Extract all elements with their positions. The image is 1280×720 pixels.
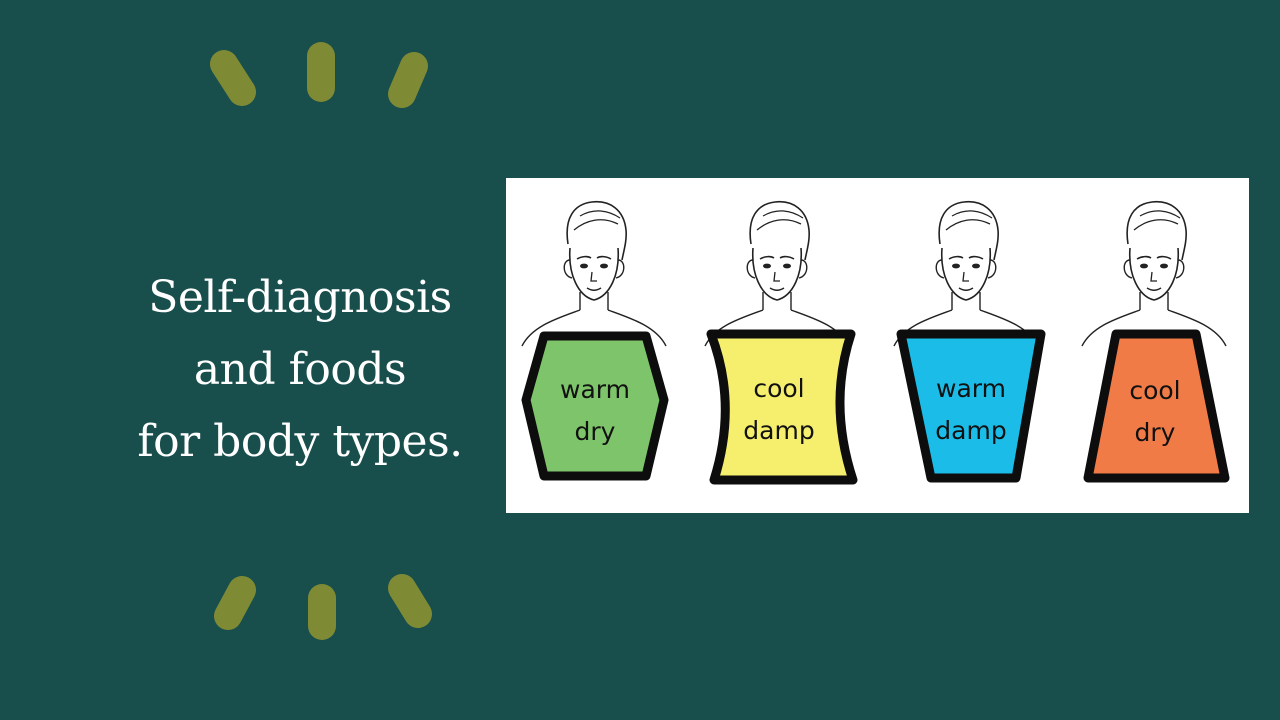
body-type-label-line1: warm	[936, 374, 1006, 403]
body-type-label-line1: cool	[1129, 376, 1180, 405]
title-line-1: Self-diagnosis	[148, 272, 452, 323]
trapezoid-shape	[1083, 329, 1230, 483]
title-line-3: for body types.	[137, 416, 463, 467]
body-types-illustration: warm dry cool damp warm damp cool dry	[506, 178, 1249, 513]
accent-marks-top	[210, 42, 428, 108]
body-type-warm-damp: warm damp	[893, 200, 1046, 483]
page-title: Self-diagnosis and foods for body types.	[110, 262, 490, 478]
hexagon-shape	[521, 331, 669, 481]
body-type-label-line2: dry	[1135, 418, 1176, 447]
body-type-label-line1: cool	[753, 374, 804, 403]
body-type-warm-dry: warm dry	[521, 200, 669, 481]
accent-marks-bottom	[214, 574, 432, 640]
body-type-label-line1: warm	[560, 375, 630, 404]
person-head-icon	[704, 200, 850, 347]
person-head-icon	[893, 200, 1039, 347]
person-head-icon	[1081, 200, 1227, 347]
body-type-label-line2: dry	[575, 417, 616, 446]
person-head-icon	[521, 200, 667, 347]
body-type-cool-damp: cool damp	[704, 200, 858, 485]
body-type-label-line2: damp	[935, 416, 1006, 445]
body-type-label-line2: damp	[743, 416, 814, 445]
body-type-cool-dry: cool dry	[1081, 200, 1230, 483]
hourglass-shape	[706, 329, 858, 485]
title-line-2: and foods	[193, 344, 407, 395]
inverted-trapezoid-shape	[896, 329, 1046, 483]
